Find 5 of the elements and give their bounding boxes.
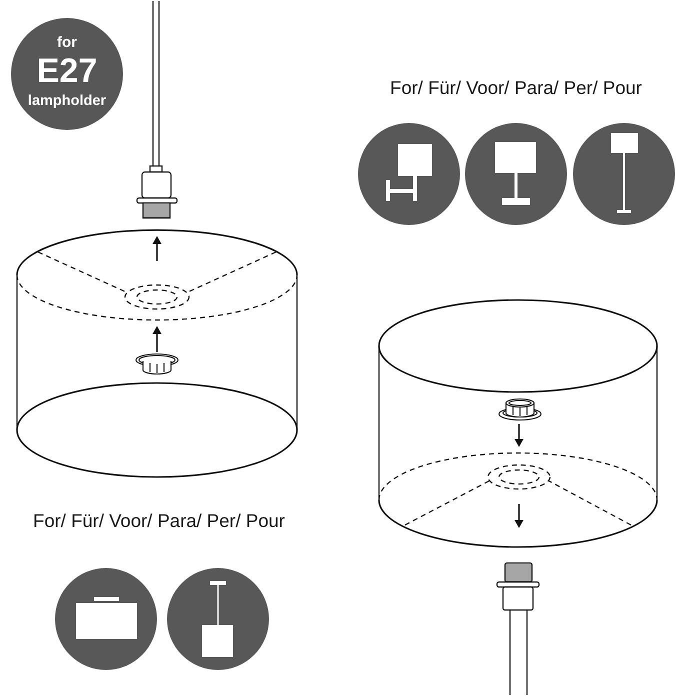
language-caption: For/ Für/ Voor/ Para/ Per/ Pour	[33, 510, 285, 532]
socket-type-text: E27	[36, 52, 98, 90]
language-caption: For/ Für/ Voor/ Para/ Per/ Pour	[390, 77, 642, 99]
badge-text: for	[57, 34, 77, 50]
badge-text: lampholder	[28, 93, 106, 109]
